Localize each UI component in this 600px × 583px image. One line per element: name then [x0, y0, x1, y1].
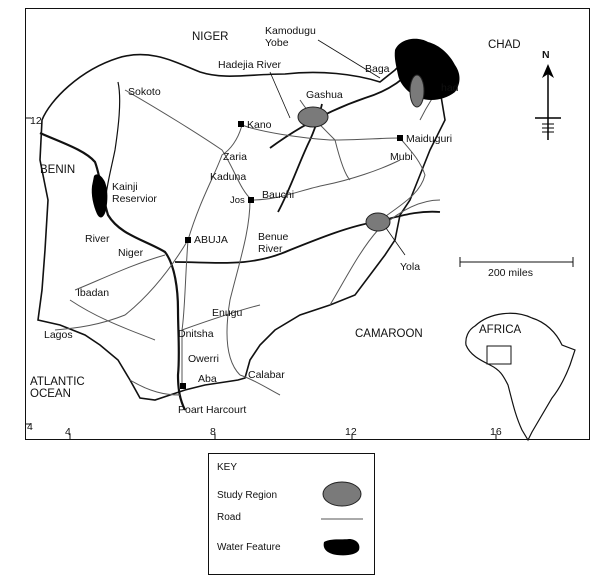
label-abuja: ABUJA	[194, 234, 228, 246]
country-border	[37, 53, 446, 401]
scale-bar: 200 miles	[459, 257, 574, 279]
label-benue-line1: Benue	[258, 231, 289, 243]
study-region-hadejia	[297, 106, 329, 128]
map-key: KEY Study Region Road Water Feature	[208, 453, 375, 575]
label-aba: Aba	[198, 373, 217, 385]
label-lagos: Lagos	[44, 329, 73, 341]
inset-locator	[486, 345, 512, 365]
leader-hadejia	[269, 71, 291, 119]
city-marker-kano	[238, 121, 244, 127]
label-benue-line2: River	[258, 243, 283, 255]
label-lon-8: 8	[210, 426, 216, 438]
north-arrow: N	[535, 49, 561, 140]
north-arrow-icon	[542, 64, 554, 78]
study-region-yola	[365, 212, 391, 232]
label-lon-4: 4	[65, 426, 71, 438]
label-sokoto: Sokoto	[128, 86, 161, 98]
label-maiduguri: Maiduguri	[406, 133, 452, 145]
label-river: River	[85, 233, 110, 245]
label-enugu: Enugu	[212, 307, 243, 319]
map-frame	[25, 8, 590, 440]
label-ocean-line2: OCEAN	[30, 388, 71, 400]
key-water-label: Water Feature	[217, 542, 281, 553]
label-hadejia-river: Hadejia River	[218, 59, 282, 71]
label-kainji-line2: Reservior	[112, 193, 157, 205]
africa-inset: AFRICA	[465, 312, 576, 442]
label-kainji-line1: Kainji	[112, 181, 138, 193]
city-marker-jos	[248, 197, 254, 203]
label-calabar: Calabar	[248, 369, 285, 381]
kainji-reservoir	[91, 174, 108, 218]
inset-africa-label: AFRICA	[479, 324, 522, 336]
hadejia-yobe-river	[269, 71, 411, 149]
label-port-harcourt: Poart Harcourt	[178, 404, 246, 416]
key-study-region-swatch	[322, 481, 362, 507]
label-jos: Jos	[230, 195, 245, 206]
label-onitsha: Dnitsha	[178, 328, 214, 340]
label-kamodugu-line1: Kamodugu	[265, 25, 316, 37]
label-ocean-line1: ATLANTIC	[30, 376, 85, 388]
leader-kamodugu	[317, 39, 381, 79]
key-water-swatch	[323, 539, 360, 556]
label-camaroon: CAMAROON	[355, 328, 423, 340]
label-bauchi: Bauchi	[262, 189, 294, 201]
label-lat-4: 4	[27, 421, 33, 433]
label-niger-country: NIGER	[192, 31, 228, 43]
label-owerri: Owerri	[188, 353, 219, 365]
key-road-label: Road	[217, 512, 241, 523]
city-markers	[180, 121, 403, 389]
label-benin: BENIN	[40, 164, 75, 176]
label-niger-river: Niger	[118, 247, 144, 259]
scale-bar-label: 200 miles	[488, 267, 533, 279]
benue-river	[174, 210, 441, 264]
leader-yola	[385, 227, 406, 256]
key-title: KEY	[217, 462, 238, 473]
label-kamodugu-line2: Yobe	[265, 37, 289, 49]
key-study-region-label: Study Region	[217, 490, 278, 501]
label-chad-partial: had	[441, 82, 459, 94]
label-baga: Baga	[365, 63, 390, 75]
city-marker-maiduguri	[397, 135, 403, 141]
key-road-swatch	[321, 518, 363, 520]
label-kaduna: Kaduna	[210, 171, 246, 183]
africa-outline	[465, 312, 576, 442]
city-marker-port-harcourt	[180, 383, 186, 389]
label-kano: Kano	[247, 119, 272, 131]
label-chad: CHAD	[488, 39, 521, 51]
label-lon-16: 16	[490, 426, 502, 438]
label-yola: Yola	[400, 261, 420, 273]
label-lat-12: 12	[30, 115, 42, 127]
sokoto-river	[105, 81, 121, 196]
north-arrow-label: N	[542, 49, 550, 61]
label-ibadan: Ibadan	[77, 287, 109, 299]
niger-river	[39, 131, 186, 411]
label-lon-12: 12	[345, 426, 357, 438]
city-marker-abuja	[185, 237, 191, 243]
label-mubi: Mubi	[390, 151, 413, 163]
label-zaria: Zaria	[223, 151, 247, 163]
label-gashua: Gashua	[306, 89, 343, 101]
study-region-chad	[409, 74, 425, 108]
